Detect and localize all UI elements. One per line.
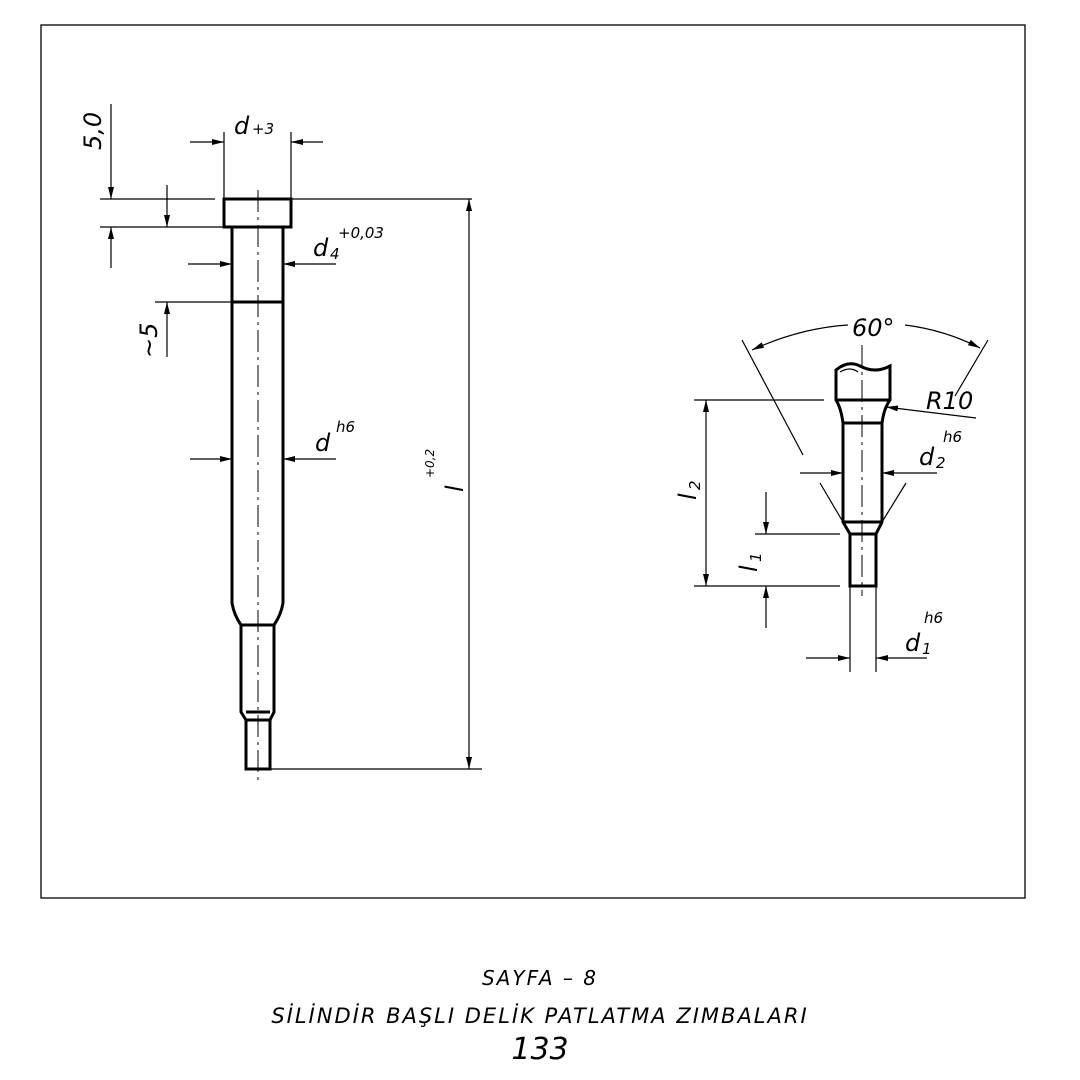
d2-symbol: d — [919, 443, 935, 471]
guide-length-label: ~5 — [135, 323, 163, 358]
punch-side-view — [222, 190, 293, 780]
d2-subscript: 2 — [936, 454, 946, 472]
dimension-l1: l 1 — [735, 492, 840, 628]
dimension-angle: 60° — [741, 314, 989, 523]
dimension-guide-length: ~5 — [135, 185, 232, 358]
shank-diameter-symbol: d — [315, 429, 331, 457]
head-diameter-tolerance: +3 — [252, 120, 274, 138]
page-label: SAYFA – 8 — [481, 966, 599, 990]
drawing-title: SİLİNDİR BAŞLI DELİK PATLATMA ZIMBALARI — [271, 1004, 809, 1028]
dimension-d1: d 1 h6 — [806, 609, 943, 661]
head-height-label: 5,0 — [79, 112, 107, 150]
dimension-head-height: 5,0 — [79, 104, 224, 268]
page-number: 133 — [511, 1032, 569, 1067]
total-length-symbol: l — [441, 485, 469, 492]
dimension-shank-diameter: d h6 — [190, 418, 355, 462]
d2-tolerance: h6 — [943, 428, 962, 446]
l1-subscript: 1 — [747, 552, 765, 562]
drawing-border — [40, 24, 1026, 899]
radius-label: R10 — [926, 387, 973, 415]
total-length-tolerance: +0,2 — [423, 449, 437, 478]
l1-symbol: l — [735, 565, 763, 572]
shank-diameter-tolerance: h6 — [336, 418, 355, 436]
dimension-head-diameter: d +3 — [190, 112, 323, 199]
head-diameter-symbol: d — [234, 112, 250, 140]
dimension-guide-diameter: d 4 +0,03 — [188, 224, 384, 267]
d1-symbol: d — [905, 629, 921, 657]
guide-diameter-symbol: d — [313, 234, 329, 262]
dimension-radius: R10 — [885, 387, 977, 419]
guide-diameter-tolerance: +0,03 — [338, 224, 384, 242]
dimension-d2: d 2 h6 — [800, 428, 962, 476]
d1-tolerance: h6 — [924, 609, 943, 627]
l2-subscript: 2 — [686, 480, 704, 490]
dimension-total-length: l +0,2 — [270, 198, 482, 770]
angle-label: 60° — [852, 314, 895, 342]
guide-diameter-subscript: 4 — [330, 245, 340, 263]
l2-symbol: l — [674, 493, 702, 500]
d1-subscript: 1 — [922, 640, 932, 658]
punch-tip-detail — [834, 345, 892, 672]
